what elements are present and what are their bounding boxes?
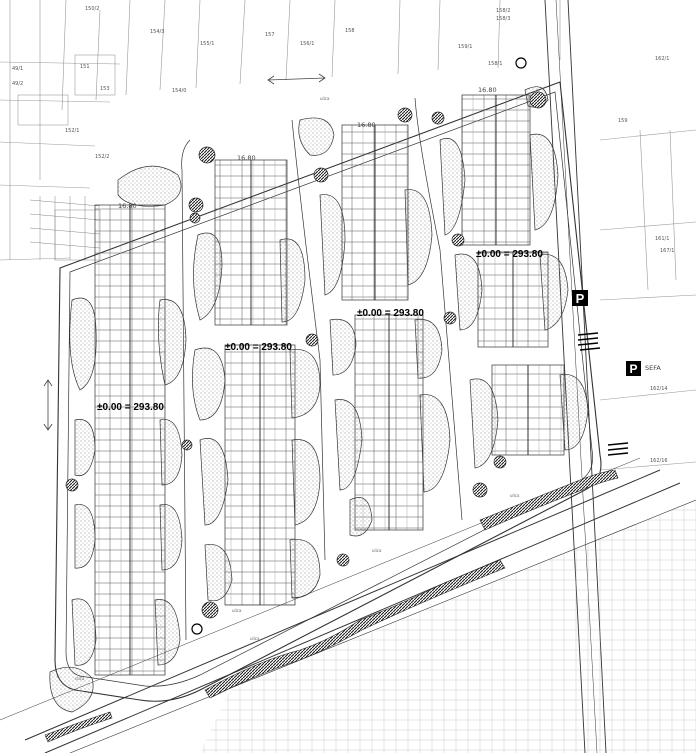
direction-arrows (43, 73, 326, 431)
parcel-label: 162/1 (655, 56, 669, 62)
parcel-label: 153 (100, 86, 110, 92)
cadastral-lines (0, 0, 696, 471)
width-label-3: 16.80 (357, 121, 376, 129)
parking-text: SEFA (645, 364, 661, 372)
road-planting (44, 469, 619, 743)
road-label: ulica (75, 676, 85, 681)
road-label: ulica (232, 608, 242, 613)
trees (65, 91, 547, 619)
parcel-label: 152/2 (95, 154, 109, 160)
survey-markers (191, 57, 527, 635)
parcel-labels: 150/2 154/3 155/1 157 156/1 158 159/1 15… (12, 6, 674, 464)
parcel-label: 158 (345, 28, 355, 34)
parcel-label: 154/3 (150, 29, 164, 35)
svg-text:P: P (576, 291, 585, 306)
parcel-label: 151 (80, 64, 90, 70)
parcel-label: 152/1 (65, 128, 79, 134)
road-label: ulica (320, 96, 330, 101)
parcel-label: 155/1 (200, 41, 214, 47)
road-label: ulica (510, 493, 520, 498)
width-label-1: 16.80 (118, 202, 137, 210)
parcel-label: 157 (265, 32, 275, 38)
crosswalks (577, 332, 629, 456)
parcel-label: 49/2 (12, 81, 23, 87)
parcel-label: 158/3 (496, 16, 510, 22)
parcel-label: 162/14 (650, 386, 668, 392)
parcel-label: 159 (618, 118, 628, 124)
road-labels: ulica ulica ulica ulica ulica ulica (75, 96, 520, 681)
width-label-4: 16.80 (478, 86, 497, 94)
parcel-label: 159/1 (458, 44, 472, 50)
parcel-label: 158/1 (488, 61, 502, 67)
parcel-label: 150/2 (85, 6, 99, 12)
house-blocks (94, 94, 565, 676)
parcel-label: 161/1 (655, 236, 669, 242)
svg-text:P: P (629, 362, 637, 376)
parking-sign-2: P SEFA (626, 361, 661, 376)
parcel-label: 158/2 (496, 8, 510, 14)
width-label-2: 16.80 (237, 154, 256, 162)
parcel-label: 162/16 (650, 458, 668, 464)
road-label: ulica (372, 548, 382, 553)
parcel-label: 167/1 (660, 248, 674, 254)
parcel-label: 49/1 (12, 66, 23, 72)
elevation-label-4: ±0.00 = 293.80 (97, 402, 164, 413)
elevation-label-3: ±0.00 = 293.80 (225, 342, 292, 353)
fields (200, 500, 696, 753)
elevation-label-2: ±0.00 = 293.80 (357, 308, 424, 319)
parcel-label: 154/0 (172, 88, 186, 94)
parking-sign-1: P (572, 290, 588, 306)
neighbour-plots (17, 54, 116, 261)
road-label: ulica (250, 636, 260, 641)
parcel-label: 156/1 (300, 41, 314, 47)
elevation-label-1: ±0.00 = 293.80 (476, 249, 543, 260)
